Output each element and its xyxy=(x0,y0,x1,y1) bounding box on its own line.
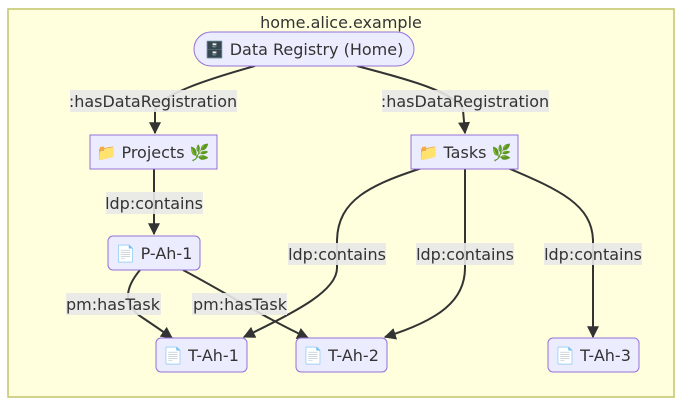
svg-text:📄 T-Ah-3: 📄 T-Ah-3 xyxy=(555,346,631,365)
edge-tasks-t-ah-2 xyxy=(383,168,466,340)
svg-text:📄 T-Ah-1: 📄 T-Ah-1 xyxy=(163,346,239,365)
svg-text:ldp:contains: ldp:contains xyxy=(105,194,203,213)
nodes: 🗄️ Data Registry (Home) 📁 Projects 🌿 📁 T… xyxy=(89,31,640,373)
node-tasks[interactable]: 📁 Tasks 🌿 xyxy=(410,134,519,170)
node-t-ah-3[interactable]: 📄 T-Ah-3 xyxy=(547,337,640,373)
svg-text:ldp:contains: ldp:contains xyxy=(544,245,642,264)
svg-text:pm:hasTask: pm:hasTask xyxy=(193,295,288,314)
edge-label-tasks-t-ah-3: ldp:contains xyxy=(544,243,642,265)
svg-text::hasDataRegistration: :hasDataRegistration xyxy=(69,92,237,111)
svg-text:📄 P-Ah-1: 📄 P-Ah-1 xyxy=(116,244,193,263)
edge-labels: :hasDataRegistration :hasDataRegistratio… xyxy=(66,90,642,315)
edge-tasks-t-ah-3 xyxy=(507,167,599,339)
edge-p-ah-1-t-ah-1 xyxy=(127,269,173,339)
edge-label-registry-projects: :hasDataRegistration xyxy=(69,90,237,112)
node-t-ah-1[interactable]: 📄 T-Ah-1 xyxy=(155,337,248,373)
cluster-label: home.alice.example xyxy=(260,13,422,32)
edge-label-p-ah-1-t-ah-2: pm:hasTask xyxy=(192,293,288,315)
node-projects[interactable]: 📁 Projects 🌿 xyxy=(89,134,218,170)
svg-text:ldp:contains: ldp:contains xyxy=(288,245,386,264)
node-data-registry-home[interactable]: 🗄️ Data Registry (Home) xyxy=(193,31,415,67)
svg-text:pm:hasTask: pm:hasTask xyxy=(66,295,161,314)
edge-label-p-ah-1-t-ah-1: pm:hasTask xyxy=(66,293,161,315)
svg-text:📁 Projects 🌿: 📁 Projects 🌿 xyxy=(96,143,209,162)
svg-text::hasDataRegistration: :hasDataRegistration xyxy=(381,92,549,111)
svg-text:📁 Tasks 🌿: 📁 Tasks 🌿 xyxy=(419,143,512,162)
node-t-ah-2[interactable]: 📄 T-Ah-2 xyxy=(295,337,388,373)
node-p-ah-1[interactable]: 📄 P-Ah-1 xyxy=(107,235,201,271)
edge-label-registry-tasks: :hasDataRegistration xyxy=(381,90,549,112)
edge-label-tasks-t-ah-1: ldp:contains xyxy=(288,243,386,265)
edge-label-tasks-t-ah-2: ldp:contains xyxy=(416,243,514,265)
svg-text:ldp:contains: ldp:contains xyxy=(416,245,514,264)
svg-text:🗄️ Data Registry (Home): 🗄️ Data Registry (Home) xyxy=(205,40,404,59)
edge-label-projects-p-ah-1: ldp:contains xyxy=(105,192,203,214)
svg-text:📄 T-Ah-2: 📄 T-Ah-2 xyxy=(303,346,379,365)
